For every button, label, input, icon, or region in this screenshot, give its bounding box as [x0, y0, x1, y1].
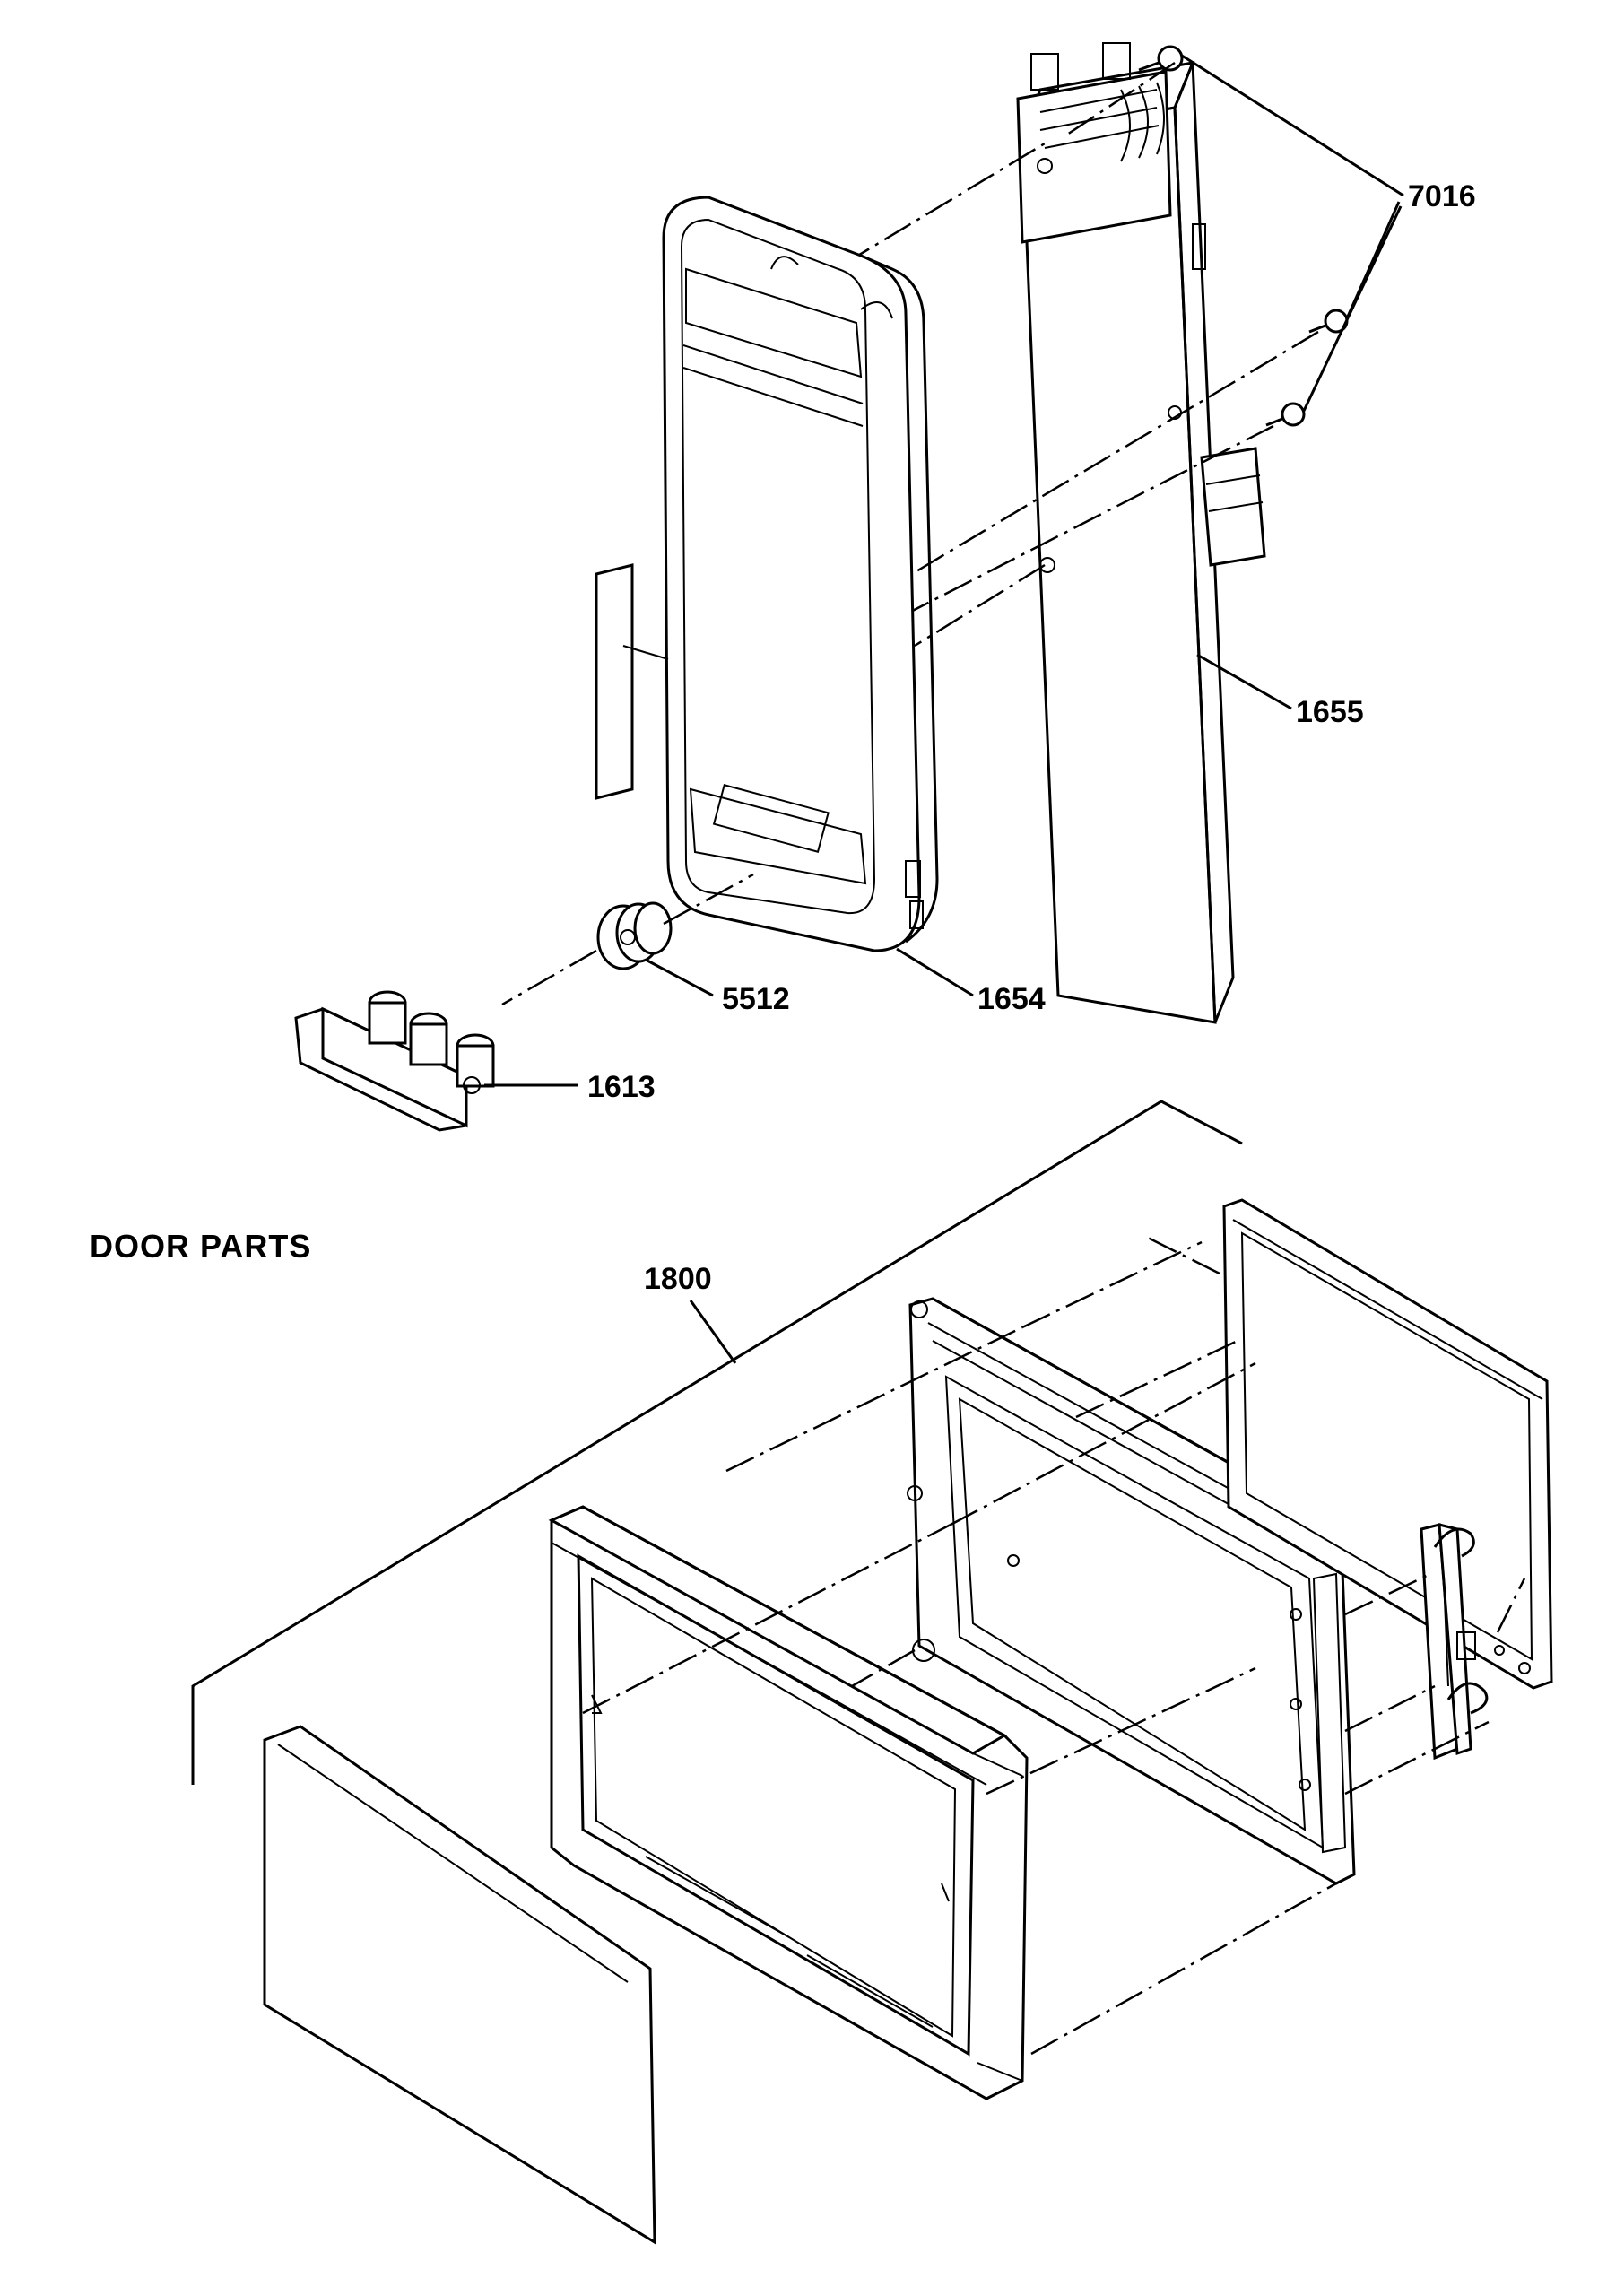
screw-group-7016: [1138, 45, 1404, 427]
part-label-5512: 5512: [722, 982, 790, 1016]
part-label-1613: 1613: [587, 1070, 656, 1104]
part-label-1654: 1654: [977, 982, 1046, 1016]
leader-5512: [645, 958, 714, 997]
spring-5512: [501, 873, 754, 1006]
section-title: DOOR PARTS: [90, 1228, 311, 1265]
label-sticker: [595, 563, 669, 800]
door-inner-frame: [907, 1297, 1356, 1885]
leader-1654: [896, 947, 974, 997]
alignment-lines-upper: [842, 61, 1319, 648]
leader-1655: [1196, 653, 1292, 710]
assembly-bracket-1800: [191, 1100, 1243, 1785]
control-panel-1654: [662, 196, 939, 952]
door-choke-panel: [1222, 1198, 1553, 1690]
door-outer-frame: [548, 1505, 1029, 2100]
part-label-1800: 1800: [644, 1262, 712, 1296]
push-button-1613: [294, 990, 495, 1132]
part-label-7016: 7016: [1408, 179, 1476, 213]
circuit-board-1655: [1016, 42, 1266, 1024]
door-glass-panel: [263, 1725, 656, 2245]
part-label-1655: 1655: [1296, 695, 1364, 729]
door-latch-hook: [1420, 1523, 1489, 1761]
alignment-lines-lower: [582, 1236, 1526, 2056]
